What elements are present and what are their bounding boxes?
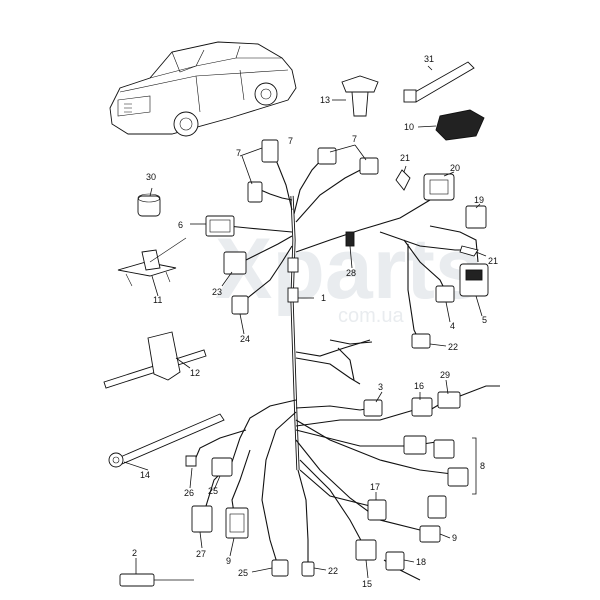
callout-labels: 1 2 3 4 5 6 7 7 7 8 9 9 10 11 12 13 14 1…	[132, 54, 498, 589]
callout-15: 15	[362, 579, 372, 589]
lower-branches	[193, 339, 461, 581]
callout-31: 31	[424, 54, 434, 64]
callout-6: 6	[178, 220, 183, 230]
car-illustration	[109, 41, 297, 137]
callout-17: 17	[370, 482, 380, 492]
callout-9-right: 9	[452, 533, 457, 543]
callout-25-left: 25	[208, 486, 218, 496]
callout-23: 23	[212, 287, 222, 297]
callout-18: 18	[416, 557, 426, 567]
callout-26: 26	[184, 488, 194, 498]
leader-lines	[123, 65, 487, 579]
callout-2: 2	[132, 548, 137, 558]
watermark-domain: com.ua	[338, 305, 404, 327]
connectors	[185, 139, 500, 577]
callout-12: 12	[190, 368, 200, 378]
loose-parts	[103, 61, 485, 587]
callout-28: 28	[346, 268, 356, 278]
callout-10: 10	[404, 122, 414, 132]
callout-4: 4	[450, 321, 455, 331]
callout-1: 1	[321, 293, 326, 303]
callout-21-upper: 21	[400, 153, 410, 163]
callout-29: 29	[440, 370, 450, 380]
callout-27: 27	[196, 549, 206, 559]
callout-7-left: 7	[236, 148, 241, 158]
main-harness-trunk	[287, 195, 300, 471]
callout-5: 5	[482, 315, 487, 325]
callout-9-left: 9	[226, 556, 231, 566]
callout-24: 24	[240, 334, 250, 344]
callout-7-center: 7	[288, 136, 293, 146]
callout-22-upper: 22	[448, 342, 458, 352]
callout-14: 14	[140, 470, 150, 480]
callout-25-lower: 25	[238, 568, 248, 578]
callout-8: 8	[480, 461, 485, 471]
callout-3: 3	[378, 382, 383, 392]
callout-16: 16	[414, 381, 424, 391]
callout-21-lower: 21	[488, 256, 498, 266]
callout-11: 11	[153, 295, 162, 305]
callout-13: 13	[320, 95, 330, 105]
callout-20: 20	[450, 163, 460, 173]
callout-7-right: 7	[352, 134, 357, 144]
callout-19: 19	[474, 195, 484, 205]
callout-30: 30	[146, 172, 156, 182]
callout-22-lower: 22	[328, 566, 338, 576]
